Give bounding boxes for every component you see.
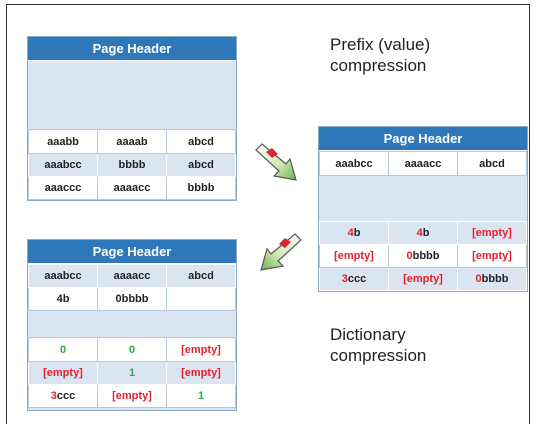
cell: 0bbbb <box>97 287 167 311</box>
cell: aaabcc <box>28 264 98 288</box>
prefix-rows: 4b 4b [empty] [empty] 0bbbb [empty] 3ccc… <box>319 221 527 291</box>
dictionary-label-line2: compression <box>330 346 427 365</box>
page-header: Page Header <box>319 127 527 151</box>
page-header: Page Header <box>28 240 236 264</box>
cell: 1 <box>166 384 236 408</box>
dictionary-label-line1: Dictionary <box>330 325 406 344</box>
page-empty-area <box>28 61 236 129</box>
cell: [empty] <box>166 337 236 362</box>
prefix-label-line2: compression <box>330 56 427 75</box>
page-header: Page Header <box>28 37 236 61</box>
cell: abcd <box>166 129 236 154</box>
cell: 4b <box>28 287 98 311</box>
cell <box>166 287 236 311</box>
cell: aaabb <box>28 129 98 154</box>
cell: abcd <box>166 264 236 288</box>
dictionary-page: Page Header aaabcc aaaacc abcd 4b 0bbbb … <box>27 239 237 411</box>
prefix-label: Prefix (value) compression <box>330 34 430 76</box>
cell: bbbb <box>166 176 236 200</box>
cell: [empty] <box>388 267 458 291</box>
cell: bbbb <box>97 153 167 177</box>
cell: [empty] <box>319 244 389 268</box>
cell: aaaab <box>97 129 167 154</box>
dictionary-label: Dictionary compression <box>330 324 426 366</box>
cell: aaabcc <box>28 153 98 177</box>
cell: [empty] <box>166 361 236 385</box>
cell: 3ccc <box>319 267 389 291</box>
cell: 1 <box>97 361 167 385</box>
arrow-icon-1 <box>255 143 297 181</box>
cell: aaaacc <box>97 176 167 200</box>
cell: [empty] <box>97 384 167 408</box>
cell: aaaacc <box>97 264 167 288</box>
cell: abcd <box>166 153 236 177</box>
cell: abcd <box>457 151 527 176</box>
dictionary-anchor-rows: aaabcc aaaacc abcd 4b 0bbbb <box>28 264 236 311</box>
cell: [empty] <box>457 244 527 268</box>
original-page: Page Header aaabb aaaab abcd aaabcc bbbb… <box>27 36 237 201</box>
cell: 4b <box>319 221 389 245</box>
cell: aaaacc <box>388 151 458 176</box>
cell: aaaccc <box>28 176 98 200</box>
cell: 3ccc <box>28 384 98 408</box>
cell: 0 <box>28 337 98 362</box>
dictionary-rows: 0 0 [empty] [empty] 1 [empty] 3ccc [empt… <box>28 337 236 408</box>
cell: 4b <box>388 221 458 245</box>
prefix-label-line1: Prefix (value) <box>330 35 431 54</box>
figure-frame <box>6 4 530 424</box>
cell: 0bbbb <box>388 244 458 268</box>
arrow-icon-2 <box>260 233 302 271</box>
prefix-page: Page Header aaabcc aaaacc abcd 4b 4b [em… <box>318 126 528 292</box>
page-empty-area <box>28 311 236 337</box>
prefix-anchor-row: aaabcc aaaacc abcd <box>319 151 527 176</box>
cell: 0 <box>97 337 167 362</box>
cell: 0bbbb <box>457 267 527 291</box>
cell: [empty] <box>28 361 98 385</box>
original-rows: aaabb aaaab abcd aaabcc bbbb abcd aaaccc… <box>28 129 236 200</box>
cell: aaabcc <box>319 151 389 176</box>
page-empty-area <box>319 176 527 221</box>
cell: [empty] <box>457 221 527 245</box>
